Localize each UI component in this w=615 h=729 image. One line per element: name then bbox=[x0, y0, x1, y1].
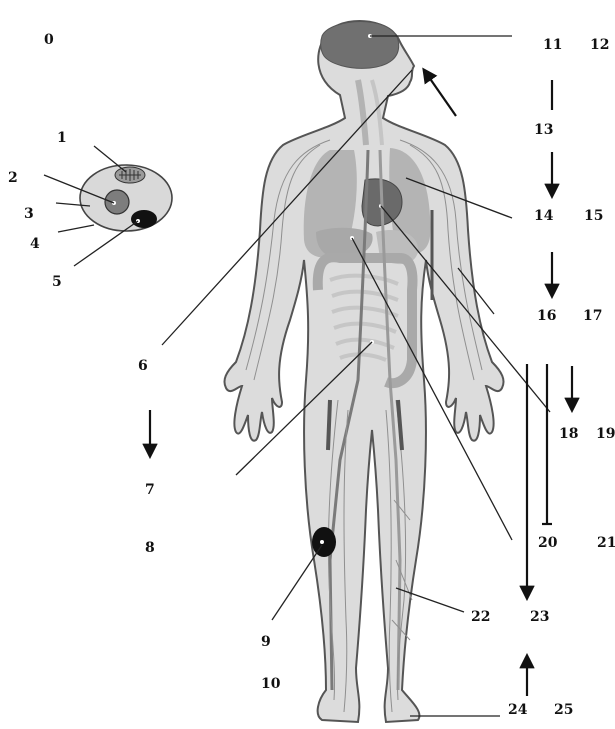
label-23: 23 bbox=[530, 609, 549, 625]
label-9: 9 bbox=[261, 634, 271, 650]
label-13: 13 bbox=[534, 122, 553, 138]
label-11: 11 bbox=[543, 37, 562, 53]
label-15: 15 bbox=[584, 208, 603, 224]
label-10: 10 bbox=[261, 676, 281, 692]
label-19: 19 bbox=[596, 426, 615, 442]
leader-9 bbox=[272, 545, 322, 620]
label-12: 12 bbox=[590, 37, 609, 53]
label-6: 6 bbox=[138, 358, 148, 374]
femoral-right bbox=[328, 400, 330, 450]
label-4: 4 bbox=[30, 236, 40, 252]
label-24: 24 bbox=[508, 702, 528, 718]
brain bbox=[321, 22, 399, 69]
label-18: 18 bbox=[559, 426, 578, 442]
label-20: 20 bbox=[538, 535, 558, 551]
cell-nucleus bbox=[105, 190, 129, 214]
cell-tumor bbox=[131, 210, 157, 228]
label-5: 5 bbox=[52, 274, 62, 290]
label-16: 16 bbox=[537, 308, 556, 324]
label-7: 7 bbox=[145, 482, 155, 498]
label-8: 8 bbox=[145, 540, 155, 556]
arrow-up-left bbox=[424, 70, 456, 116]
label-22: 22 bbox=[471, 609, 490, 625]
cell-diagram bbox=[80, 165, 172, 231]
label-17: 17 bbox=[583, 308, 602, 324]
label-3: 3 bbox=[24, 206, 34, 222]
label-25: 25 bbox=[554, 702, 573, 718]
label-2: 2 bbox=[8, 170, 18, 186]
leader-4 bbox=[58, 225, 94, 232]
leg-tumor-dot bbox=[320, 540, 324, 544]
human-body bbox=[224, 21, 503, 722]
label-0: 0 bbox=[44, 32, 54, 48]
label-14: 14 bbox=[534, 208, 554, 224]
label-21: 21 bbox=[597, 535, 615, 551]
label-1: 1 bbox=[57, 130, 67, 146]
